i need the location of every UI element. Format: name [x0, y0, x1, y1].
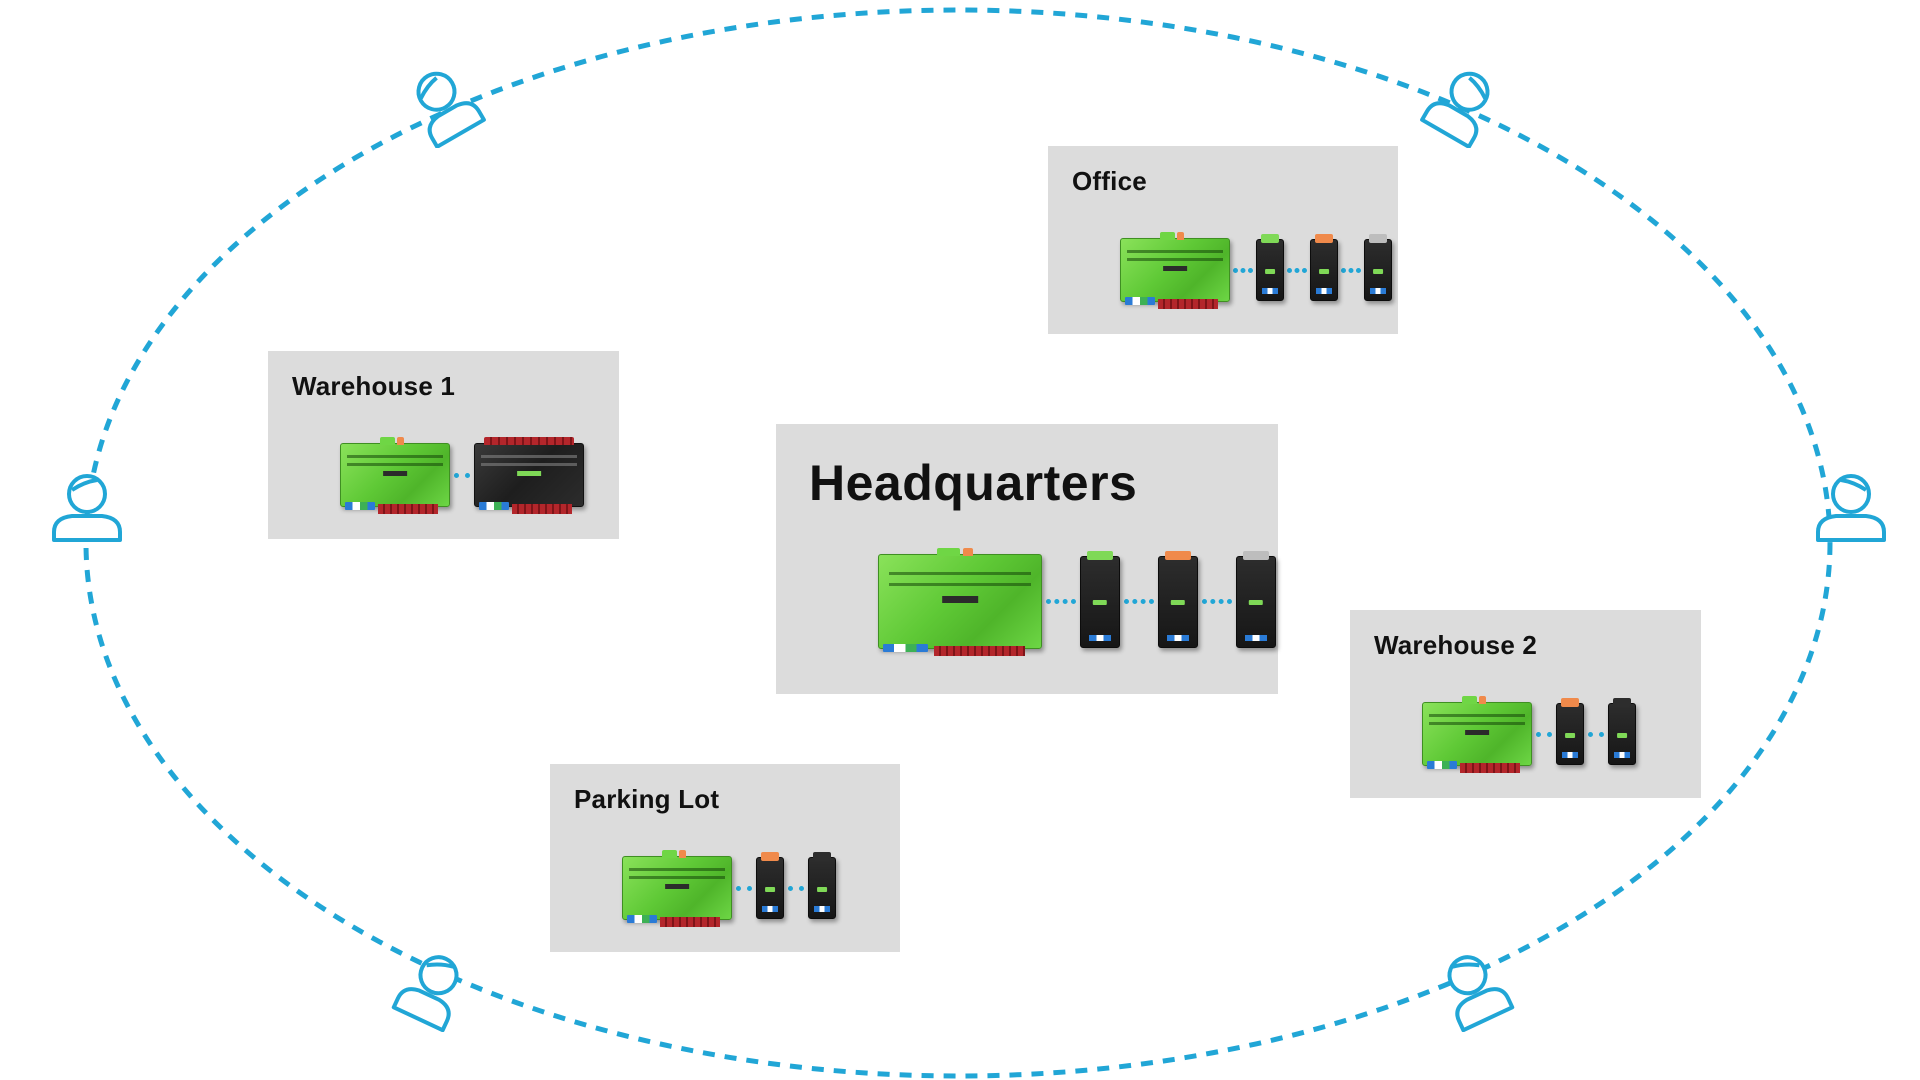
device-chain — [1422, 696, 1636, 773]
site-title: Headquarters — [809, 455, 1138, 511]
miniserver-device — [340, 437, 450, 514]
device-chain — [340, 437, 584, 514]
miniserver-device — [878, 548, 1042, 656]
site-title: Warehouse 1 — [292, 371, 456, 401]
extension-device — [1556, 698, 1584, 765]
link-line — [1124, 599, 1154, 604]
link-line — [1588, 731, 1604, 737]
site-warehouse-1: Warehouse 1 — [268, 351, 619, 539]
user-icon — [52, 474, 122, 542]
user-icon — [1816, 474, 1886, 542]
site-office: Office — [1048, 146, 1398, 334]
site-headquarters: Headquarters — [776, 424, 1278, 694]
miniserver-device — [622, 850, 732, 927]
site-title: Office — [1072, 166, 1147, 196]
extension-device — [1158, 550, 1198, 648]
link-line — [1046, 599, 1076, 604]
user-icon — [391, 955, 459, 1032]
link-line — [1202, 599, 1232, 604]
extension-device — [1310, 234, 1338, 301]
link-line — [1536, 731, 1552, 737]
site-parking-lot: Parking Lot — [550, 764, 900, 952]
site-title: Warehouse 2 — [1374, 630, 1538, 660]
site-title: Parking Lot — [574, 784, 720, 814]
device-chain — [622, 850, 836, 927]
extension-device — [1256, 234, 1284, 301]
device-chain — [1120, 232, 1392, 309]
link-line — [1287, 267, 1307, 273]
link-line — [1233, 267, 1253, 273]
user-icon — [1420, 71, 1490, 148]
link-line — [788, 885, 804, 891]
miniserver-device-dark — [474, 437, 584, 514]
extension-device — [1236, 550, 1276, 648]
extension-device — [1364, 234, 1392, 301]
device-chain — [878, 548, 1276, 656]
link-line — [1341, 267, 1361, 273]
link-line — [736, 885, 752, 891]
extension-device — [1080, 550, 1120, 648]
extension-device — [1608, 698, 1636, 765]
miniserver-device — [1120, 232, 1230, 309]
site-warehouse-2: Warehouse 2 — [1350, 610, 1701, 798]
user-icon — [416, 71, 486, 148]
extension-device — [756, 852, 784, 919]
extension-device — [808, 852, 836, 919]
miniserver-device — [1422, 696, 1532, 773]
user-icon — [1447, 955, 1515, 1032]
link-line — [454, 472, 470, 478]
